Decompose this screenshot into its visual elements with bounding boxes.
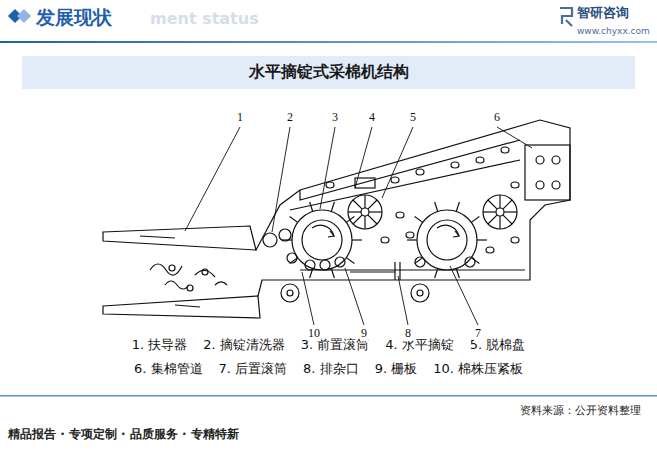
doffer-spoke (364, 195, 365, 208)
callout-number: 8 (404, 327, 412, 341)
spindle (310, 202, 313, 212)
legend-item: 10. 棉株压紧板 (433, 362, 523, 377)
spindle (456, 269, 459, 279)
callout-number: 10 (307, 327, 321, 341)
spindle (346, 216, 354, 222)
spindle (331, 269, 334, 279)
spindle (346, 258, 354, 264)
logo-icon (560, 8, 572, 26)
doffer-spoke (368, 215, 377, 224)
doffer-spoke (499, 216, 500, 229)
source-note: 资料来源：公开资料整理 (520, 405, 641, 418)
callout-number: 4 (368, 111, 376, 125)
doffer-spoke (364, 216, 365, 229)
spindle (456, 202, 459, 212)
spindle (471, 216, 479, 222)
page-heading: 发展现状 (36, 7, 112, 29)
logo-name: 智研咨询 (577, 6, 629, 21)
doffer-spoke (488, 200, 497, 209)
doffer-spoke (368, 200, 377, 209)
doffer-spoke (353, 200, 362, 209)
doffer-spoke (504, 211, 517, 212)
spindle (471, 258, 479, 264)
doffer-spoke (503, 215, 512, 224)
callout-number: 5 (409, 111, 417, 125)
doffer-spoke (348, 211, 361, 212)
doffer-spoke (483, 211, 496, 212)
legend-item: 9. 栅板 (375, 362, 418, 377)
leader-lines (185, 127, 532, 325)
harvester-drawing (103, 120, 570, 318)
footer-rule (0, 395, 657, 397)
spindle-spikes (282, 195, 517, 278)
doffer-spoke (488, 215, 497, 224)
spindle (415, 216, 423, 222)
spindle (352, 239, 362, 240)
callout-number: 1 (236, 111, 244, 125)
logo-url: www.chyxx.com (577, 26, 650, 36)
band-title: 水平摘锭式采棉机结构 (249, 62, 409, 83)
header-icon (8, 9, 31, 23)
legend-item: 1. 扶导器 (132, 338, 188, 353)
doffer-spoke (499, 195, 500, 208)
spindle (282, 239, 292, 240)
watermark-text: ment status (150, 10, 259, 28)
spindle (435, 269, 438, 279)
callout-number: 6 (493, 111, 501, 125)
callout-number: 9 (360, 327, 368, 341)
spindle (290, 258, 298, 264)
doffer-spoke (353, 215, 362, 224)
spindle (477, 239, 487, 240)
legend-item: 6. 集棉管道 (134, 362, 203, 377)
header-rule (0, 41, 657, 43)
legend-item: 4. 水平摘锭 (385, 338, 454, 353)
legend-item: 8. 排杂口 (303, 362, 359, 377)
spindle (290, 216, 298, 222)
spindle (310, 269, 313, 279)
callout-number: 3 (331, 111, 339, 125)
footer-slogan: 精品报告 · 专项定制 · 品质服务 · 专精特新 (8, 428, 239, 442)
legend-item: 2. 摘锭清洗器 (203, 338, 285, 353)
spindle (415, 258, 423, 264)
callout-number: 7 (474, 327, 482, 341)
title-band: 水平摘锭式采棉机结构 (22, 56, 635, 89)
doffer-spoke (369, 211, 382, 212)
callout-number: 2 (286, 111, 294, 125)
spindle (407, 239, 417, 240)
legend-item: 7. 后置滚筒 (219, 362, 288, 377)
spindle (435, 202, 438, 212)
spindle (331, 202, 334, 212)
doffer-spoke (503, 200, 512, 209)
